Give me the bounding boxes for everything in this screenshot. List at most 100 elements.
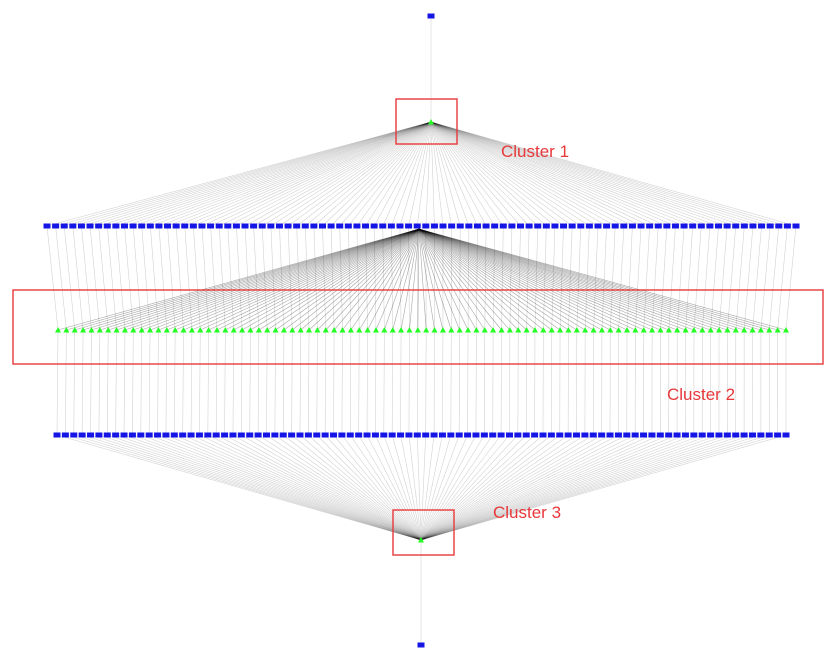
blue-row-2-node [229,432,237,438]
cluster-3-hub-node [418,537,424,543]
edge-hub1-row1 [430,121,435,227]
edge-fan-green [283,228,420,331]
blue-row-2-node [782,432,790,438]
edge-row1-green [313,225,318,331]
edge-green-row2 [65,329,67,436]
edge-row1-green [296,225,301,331]
edge-row1-green [98,225,109,331]
edge-hub1-row1 [81,121,432,227]
edge-row1-green [210,225,218,331]
edge-fan-green [258,228,420,331]
green-row-node [239,327,246,333]
edge-row2-hub3 [291,434,422,541]
blue-row-2-node [740,432,748,438]
edge-hub1-row1 [430,121,633,227]
edge-row2-hub3 [420,434,535,541]
edge-row1-green [568,225,573,331]
edge-hub1-row1 [430,121,521,227]
blue-row-2-node [681,432,689,438]
green-row-node [548,327,555,333]
edge-row2-hub3 [266,434,422,541]
cluster-1-box [395,98,458,145]
blue-row-2-node [556,432,564,438]
blue-row-2-node [564,432,572,438]
blue-row-1-node [232,223,240,229]
edge-hub1-row1 [262,121,432,227]
green-row-node [255,327,262,333]
blue-row-1-node [284,223,292,229]
blue-row-2-node [656,432,664,438]
green-row-node [741,327,748,333]
blue-row-1-node [138,223,146,229]
edge-row1-green [304,225,310,331]
blue-row-1-node [448,223,456,229]
edge-hub1-row1 [365,121,432,227]
edge-row1-green [752,225,762,331]
edge-row1-green [330,225,335,331]
edge-green-row2 [299,329,301,436]
edge-hub1-row1 [356,121,432,227]
edge-green-row2 [274,329,276,436]
edge-hub1-row1 [348,121,432,227]
edge-hub1-row1 [430,121,771,227]
edge-hub1-row1 [184,121,432,227]
blue-row-1-node [568,223,576,229]
blue-row-1-node [715,223,723,229]
edge-row1-green [551,225,556,331]
edge-hub1-row1 [430,121,564,227]
edge-row2-hub3 [358,434,422,541]
blue-row-2-node [472,432,480,438]
edge-fan-green [74,228,420,331]
edge-fan-green [418,228,444,331]
edge-fan-green [216,228,420,331]
edge-fan-green [418,228,577,331]
green-row-node [180,327,187,333]
green-row-node [96,327,103,333]
edge-hub1-row1 [236,121,432,227]
edge-fan-green [342,228,420,331]
edge-row1-green [72,225,84,331]
edge-row2-hub3 [123,434,422,541]
edge-row1-green [322,225,327,331]
blue-row-1-node [60,223,68,229]
edge-row1-green [743,225,754,331]
edge-green-row2 [232,329,235,436]
blue-row-1-node [336,223,344,229]
blue-row-1-node [637,223,645,229]
blue-row-2-node [145,432,153,438]
edge-green-row2 [215,329,218,436]
edge-row2-hub3 [420,434,519,541]
edge-fan-green [108,228,420,331]
edge-hub1-row1 [430,121,538,227]
edge-green-row2 [123,329,126,436]
edge-row2-hub3 [420,434,619,541]
edge-row2-hub3 [174,434,422,541]
blue-row-2-node [78,432,86,438]
blue-row-2-node [338,432,346,438]
edge-row2-hub3 [308,434,422,541]
green-row-node [347,327,354,333]
edge-hub1-row1 [430,121,504,227]
edge-fan-green [183,228,420,331]
blue-row-2-node [413,432,421,438]
green-row-node [649,327,656,333]
edge-hub1-row1 [270,121,432,227]
edge-row2-hub3 [383,434,422,541]
green-row-node [774,327,781,333]
blue-row-1-node [293,223,301,229]
edge-green-row2 [333,329,335,436]
blue-row-1-node [551,223,559,229]
edge-row2-hub3 [132,434,422,541]
green-row-node [624,327,631,333]
blue-row-1-node [680,223,688,229]
edge-green-row2 [358,329,360,436]
green-row-node [197,327,204,333]
edge-row2-hub3 [420,434,502,541]
edge-hub1-row1 [430,121,779,227]
edge-green-row2 [207,329,209,436]
green-row-node [665,327,672,333]
green-row-node [247,327,254,333]
green-row-node [615,327,622,333]
edge-row1-green [150,225,159,331]
blue-row-1-node [508,223,516,229]
